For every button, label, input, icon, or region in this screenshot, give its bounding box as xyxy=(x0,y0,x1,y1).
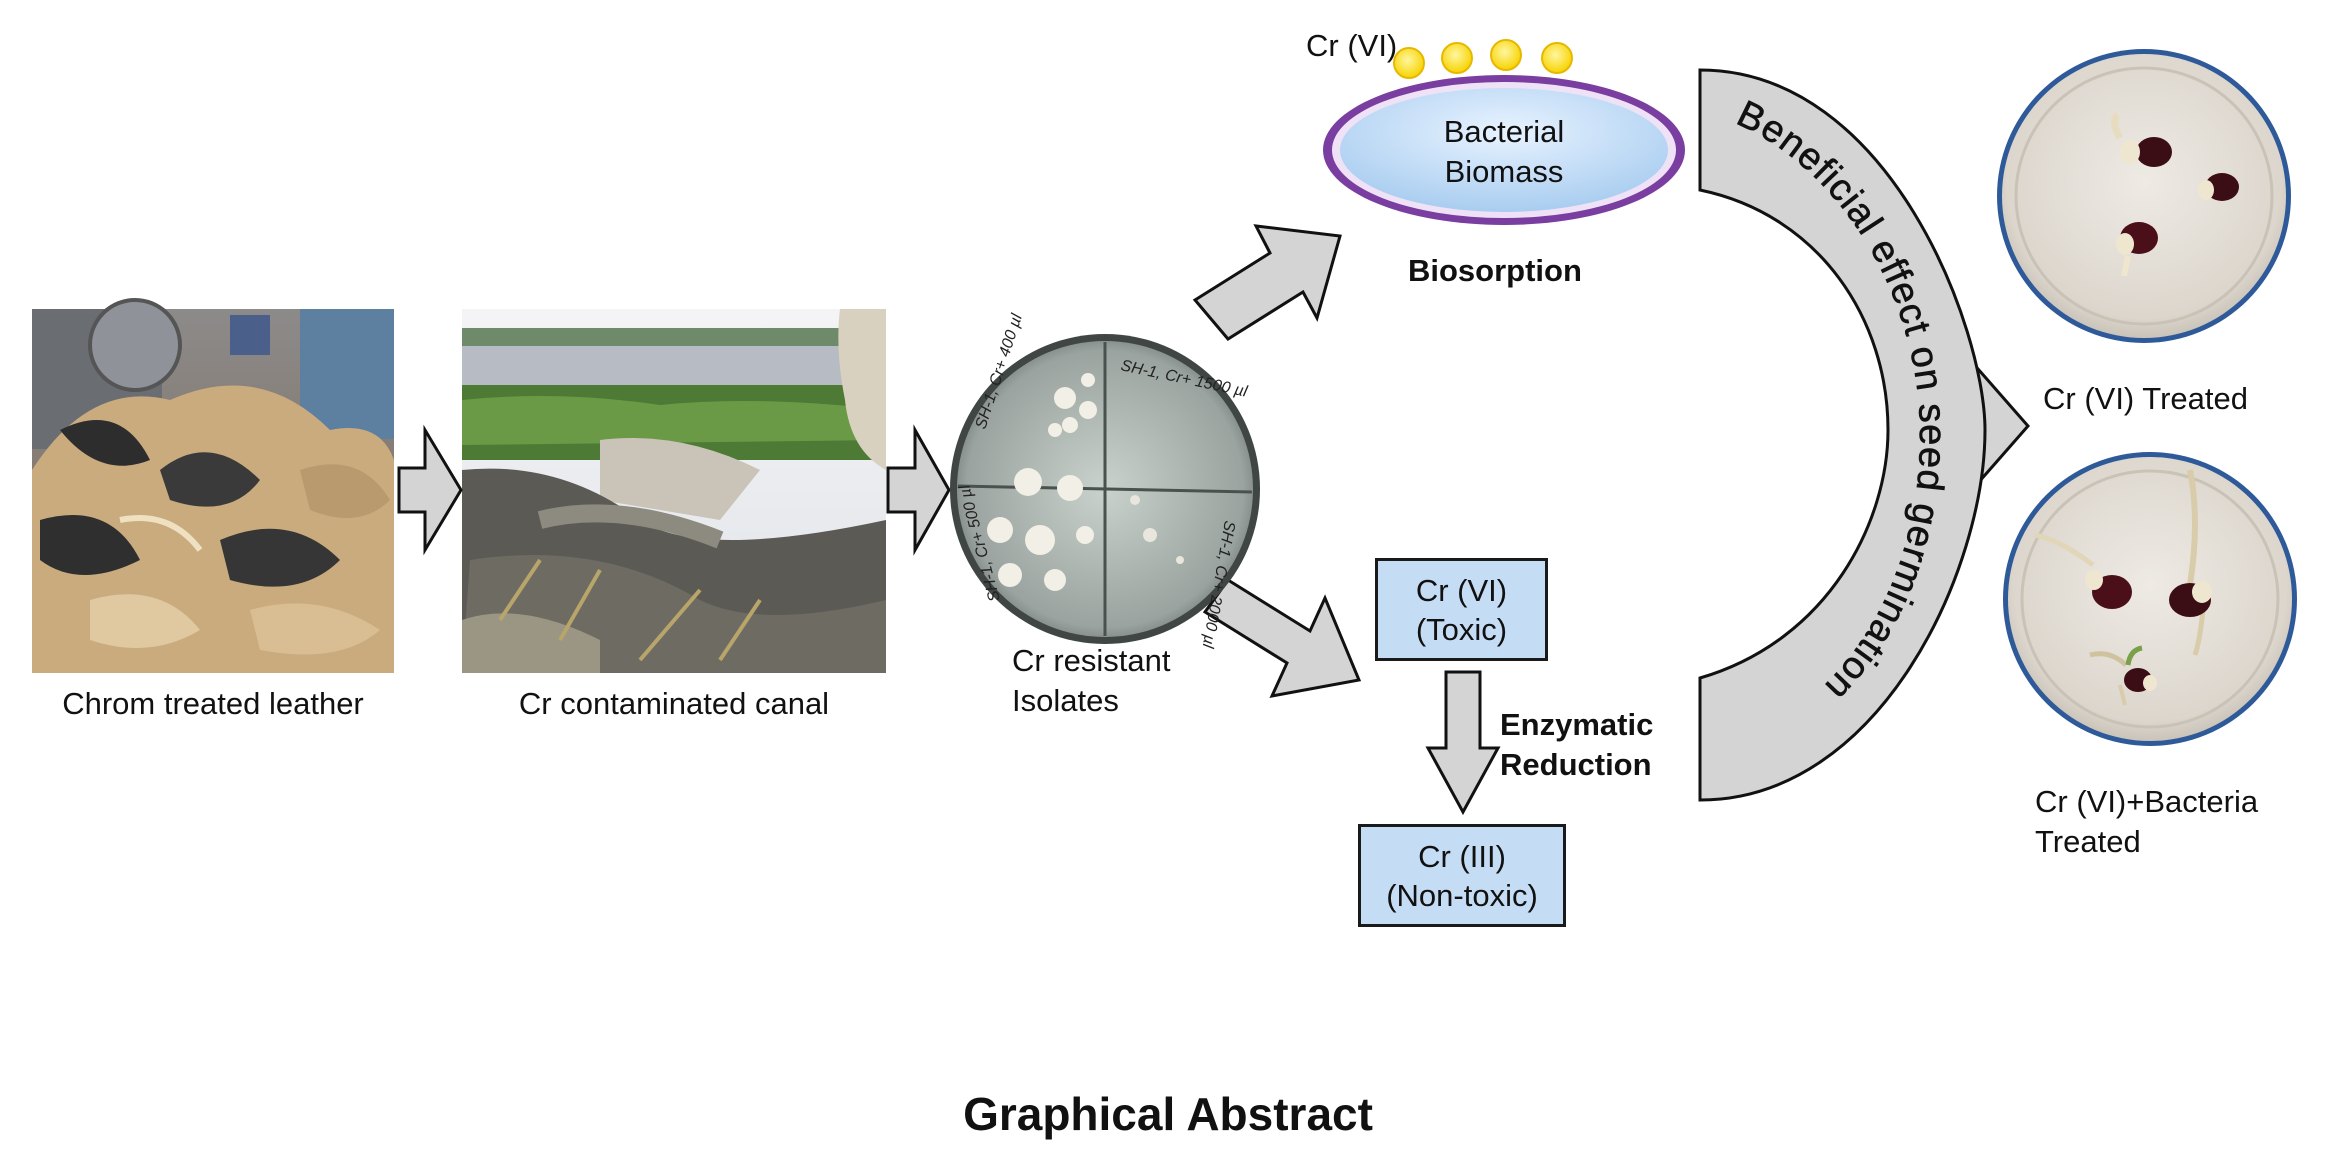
cr-iii-nontoxic-line2: (Non-toxic) xyxy=(1386,877,1538,913)
cr-vi-ion-particles xyxy=(1393,39,1573,79)
enzymatic-label-line1: Enzymatic xyxy=(1500,707,1654,742)
cr-bacteria-label-line2: Treated xyxy=(2035,824,2141,859)
leather-label: Chrom treated leather xyxy=(62,686,364,721)
seed-3 xyxy=(2116,222,2158,277)
arrow-leather-to-canal xyxy=(397,424,463,556)
cr-bacteria-label-line1: Cr (VI)+Bacteria xyxy=(2035,784,2259,819)
isolates-label-line2: Isolates xyxy=(1012,683,1119,718)
beneficial-effect-band xyxy=(1698,68,1987,802)
arrow-plate-to-biosorption xyxy=(1192,224,1342,341)
seed-1 xyxy=(2111,112,2172,167)
cr-vi-toxic-box: Cr (VI) (Toxic) xyxy=(1375,558,1548,661)
arrow-plate-to-reduction xyxy=(1202,577,1362,698)
cr-treated-label: Cr (VI) Treated xyxy=(2043,381,2248,416)
enzymatic-label-line2: Reduction xyxy=(1500,747,1652,782)
cr-iii-nontoxic-line1: Cr (III) xyxy=(1418,838,1506,874)
seed-4 xyxy=(2085,570,2132,609)
biomass-label-line2: Biomass xyxy=(1444,154,1564,189)
leather-photo xyxy=(32,298,394,673)
canal-label: Cr contaminated canal xyxy=(518,686,830,721)
arrow-toxic-to-nontoxic xyxy=(1425,670,1501,816)
figure-title: Graphical Abstract xyxy=(963,1088,1373,1140)
cr-vi-toxic-line1: Cr (VI) xyxy=(1415,572,1508,608)
petri-plate-isolates: SH-1, Cr+ 400 µl SH-1, Cr+ 1500 µl SH-1,… xyxy=(950,311,1260,650)
cr-vi-toxic-line2: (Toxic) xyxy=(1415,611,1508,647)
bacterial-biomass-ellipse xyxy=(1323,75,1685,225)
biosorption-label: Biosorption xyxy=(1408,253,1582,288)
petri-dish-cr-treated xyxy=(1997,49,2291,343)
cr-vi-ion-label: Cr (VI) xyxy=(1306,28,1398,63)
arrow-canal-to-plate xyxy=(886,424,951,556)
cr-iii-nontoxic-box: Cr (III) (Non-toxic) xyxy=(1358,824,1566,927)
isolates-label-line1: Cr resistant xyxy=(1012,643,1171,678)
seed-2 xyxy=(2198,173,2239,201)
seed-5 xyxy=(2169,581,2212,617)
canal-photo xyxy=(462,309,886,673)
seed-6 xyxy=(2124,645,2157,692)
biomass-label-line1: Bacterial xyxy=(1443,114,1565,149)
petri-dish-cr-bacteria-treated xyxy=(2003,452,2297,746)
